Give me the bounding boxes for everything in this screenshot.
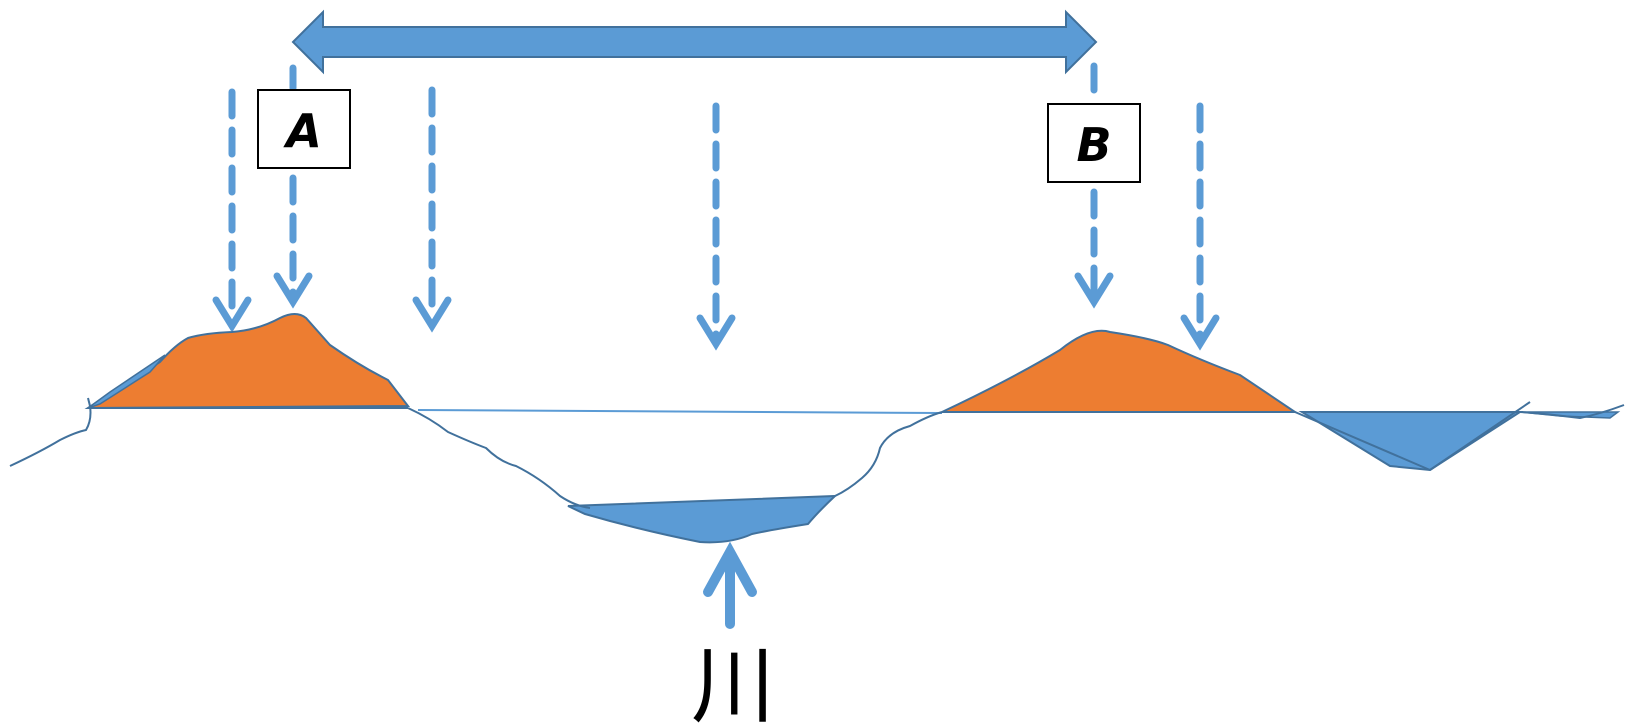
dashed-down-arrows <box>212 62 1220 351</box>
label-box-b: B <box>1047 103 1141 183</box>
left-mound <box>84 313 411 410</box>
label-b-text: B <box>1076 118 1111 172</box>
label-box-a: A <box>257 89 351 169</box>
down-arrow-5 <box>1074 62 1114 309</box>
river-pointer-arrow <box>703 541 757 629</box>
down-arrow-4 <box>696 102 736 351</box>
right-mound <box>941 329 1299 413</box>
label-a-text: A <box>283 104 322 158</box>
down-arrow-3 <box>412 86 452 333</box>
down-arrow-1 <box>212 88 252 333</box>
span-double-arrow <box>291 9 1098 75</box>
river-water <box>567 494 838 544</box>
terrain-profile <box>9 397 1625 509</box>
left-mound-accent <box>87 354 166 409</box>
down-arrow-2 <box>273 64 313 309</box>
water-level-line <box>417 409 943 414</box>
river-label: 川 <box>691 637 775 727</box>
down-arrow-6 <box>1180 102 1220 351</box>
